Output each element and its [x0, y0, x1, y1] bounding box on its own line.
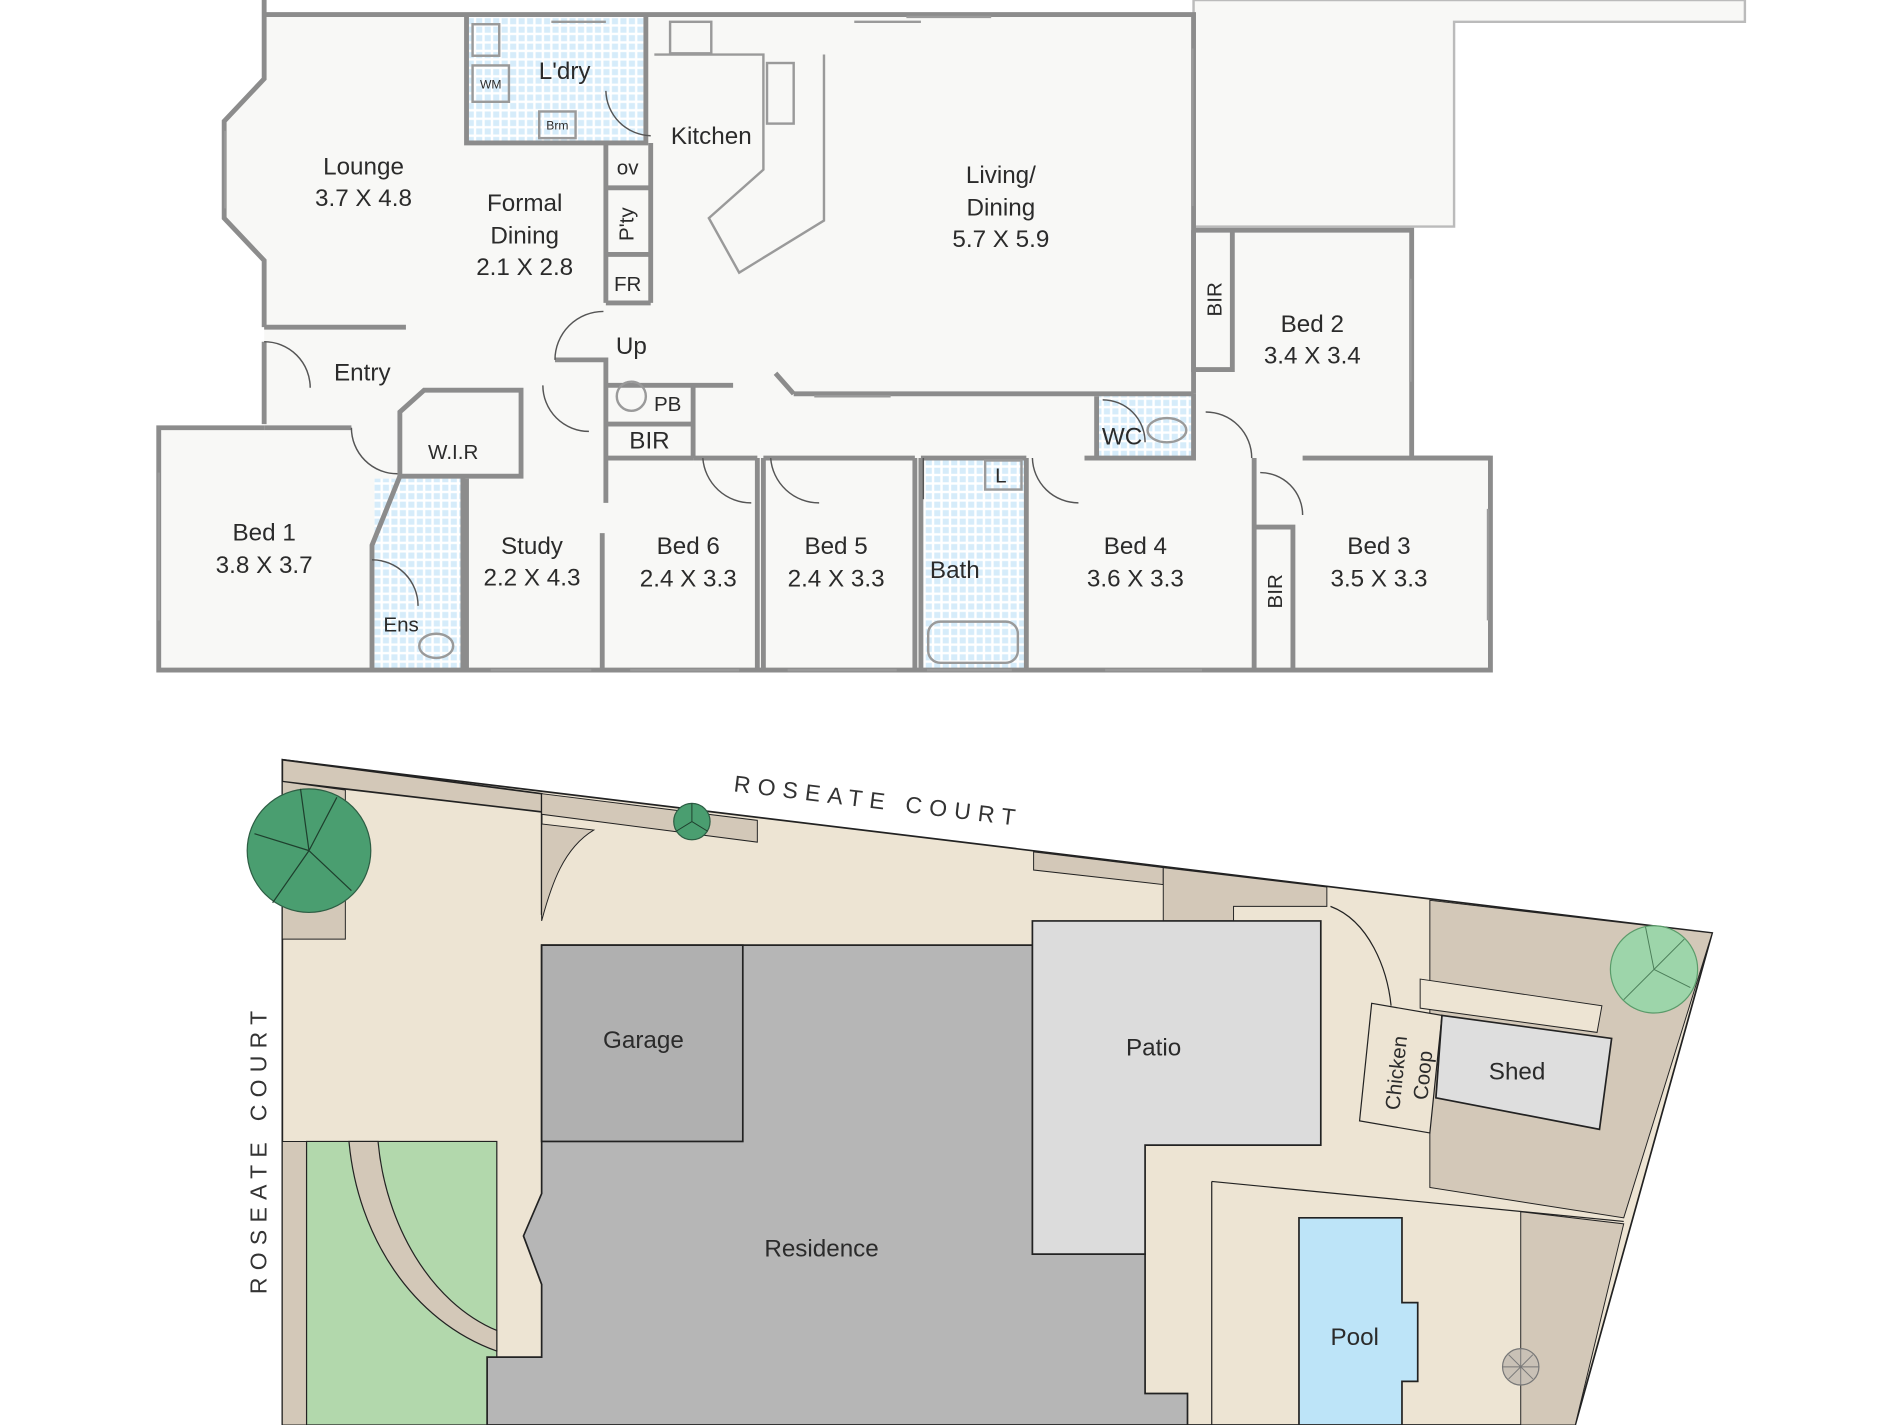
brm-label: Brm	[546, 119, 568, 133]
study-size: 2.2 X 4.3	[483, 564, 580, 591]
bed5-size: 2.4 X 3.3	[788, 565, 885, 592]
pool-label: Pool	[1330, 1324, 1378, 1351]
kitchen-bench	[654, 53, 826, 275]
bed5-label: Bed 5	[804, 533, 867, 560]
chicken-coop	[1358, 1002, 1443, 1134]
shrub-icon	[1501, 1348, 1540, 1386]
bed3-label: Bed 3	[1347, 533, 1410, 560]
hall-bir-label: BIR	[629, 427, 669, 454]
shed	[1435, 1014, 1613, 1131]
linen-label: L	[995, 464, 1006, 487]
study-label: Study	[501, 533, 564, 560]
light-tree-icon	[1609, 925, 1699, 1014]
up-label: Up	[616, 333, 647, 360]
linen-cupboard	[983, 459, 1023, 491]
street-name-left: ROSEATE COURT	[246, 1004, 272, 1295]
bed2-label: Bed 2	[1281, 311, 1344, 338]
ensuite-label: Ens	[383, 613, 418, 636]
living-size: 5.7 X 5.9	[952, 226, 1049, 253]
small-tree-icon	[673, 802, 711, 841]
lawn-path	[348, 1140, 498, 1352]
bed4-size: 3.6 X 3.3	[1087, 565, 1184, 592]
pantry-label: P'ty	[616, 207, 639, 241]
pool	[1298, 1216, 1419, 1425]
toilet-icon	[1146, 416, 1188, 444]
laundry-label: L'dry	[539, 58, 592, 85]
bed1-label: Bed 1	[233, 519, 296, 546]
alfresco-area	[1192, 0, 1747, 228]
formal-dining-size: 2.1 X 2.8	[476, 254, 573, 281]
wir-label: W.I.R	[428, 441, 478, 464]
wc-label: WC	[1102, 424, 1142, 451]
bed3-size: 3.5 X 3.3	[1330, 565, 1427, 592]
garage	[540, 944, 744, 1143]
site-plan: ROSEATE COURT ROSEATE COURT Garage Resid…	[246, 758, 1714, 1425]
lounge-size: 3.7 X 4.8	[315, 185, 412, 212]
garage-label: Garage	[603, 1027, 684, 1054]
trough-icon	[471, 23, 501, 57]
bed6-label: Bed 6	[657, 533, 720, 560]
living-label-1: Living/	[966, 162, 1036, 189]
kitchen-label: Kitchen	[671, 123, 752, 150]
bathtub-icon	[926, 620, 1020, 665]
wc-tiles	[1099, 396, 1193, 457]
sink-icon	[765, 61, 795, 125]
bed4-label: Bed 4	[1104, 533, 1167, 560]
oven-label: ov	[617, 156, 639, 179]
residence-label: Residence	[764, 1236, 878, 1263]
living-label-2: Dining	[967, 195, 1036, 222]
ensuite-toilet-icon	[418, 632, 455, 660]
bed2-size: 3.4 X 3.4	[1264, 343, 1361, 370]
shed-label: Shed	[1489, 1059, 1546, 1086]
bath-tiles	[923, 460, 1026, 671]
formal-dining-label-1: Formal	[487, 190, 562, 217]
chicken-coop-label-2: Coop	[1409, 1050, 1437, 1101]
entry-label: Entry	[334, 359, 391, 386]
bed3-bir-label: BIR	[1264, 574, 1287, 608]
bath-label: Bath	[930, 557, 980, 584]
formal-dining-label-2: Dining	[490, 223, 559, 250]
bed1-size: 3.8 X 3.7	[216, 552, 313, 579]
basin-icon	[615, 380, 648, 412]
tree-icon	[246, 788, 372, 914]
bed6-size: 2.4 X 3.3	[640, 565, 737, 592]
patio-label: Patio	[1126, 1034, 1181, 1061]
floor-plan: Lounge 3.7 X 4.8 Formal Dining 2.1 X 2.8…	[156, 0, 1747, 673]
lawn	[305, 1140, 498, 1425]
patio	[1031, 920, 1322, 1255]
broom-cupboard-icon	[538, 110, 577, 140]
wm-label: WM	[480, 77, 502, 91]
powder-bath-label: PB	[654, 393, 681, 416]
bed2-bir-label: BIR	[1203, 282, 1226, 316]
fridge-label: FR	[614, 273, 641, 296]
washing-machine-icon	[471, 64, 511, 103]
lounge-label: Lounge	[323, 153, 404, 180]
